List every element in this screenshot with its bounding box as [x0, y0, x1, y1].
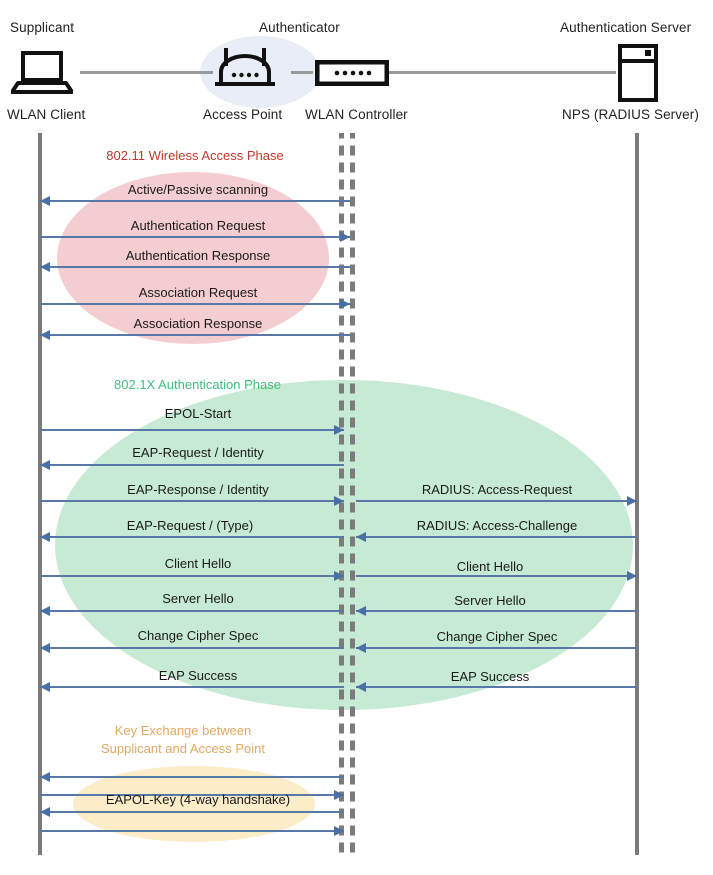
arrow-head-left-icon — [356, 682, 366, 692]
arrow-head-right-icon — [334, 496, 344, 506]
message-line — [40, 776, 344, 778]
phase-label-key-exchange: Key Exchange between Supplicant and Acce… — [100, 723, 266, 756]
actor-role-authentication-server: Authentication Server — [560, 20, 692, 35]
message-line — [356, 610, 637, 612]
message-line — [40, 266, 350, 268]
message-label: Active/Passive scanning — [127, 182, 269, 197]
phase-ellipse-802-1x — [55, 380, 633, 710]
wireless-router-icon — [213, 46, 277, 94]
message-label: Association Request — [138, 285, 258, 300]
arrow-head-right-icon — [334, 571, 344, 581]
arrow-head-left-icon — [40, 772, 50, 782]
message-line — [356, 500, 637, 502]
message-line — [40, 811, 344, 813]
arrow-head-left-icon — [356, 532, 366, 542]
actor-name-wlan-client: WLAN Client — [7, 107, 86, 122]
lifeline-supplicant — [38, 133, 42, 855]
lifeline-authentication-server — [635, 133, 639, 855]
laptop-icon — [10, 50, 74, 95]
message-line — [40, 686, 344, 688]
arrow-head-right-icon — [334, 425, 344, 435]
message-line — [40, 610, 344, 612]
message-line — [356, 647, 637, 649]
message-label: Server Hello — [454, 593, 526, 608]
message-line — [40, 464, 344, 466]
lifeline-access-point — [339, 133, 344, 855]
message-line — [356, 536, 637, 538]
arrow-head-right-icon — [334, 790, 344, 800]
message-line — [356, 686, 637, 688]
message-label: Server Hello — [162, 591, 234, 606]
message-label: RADIUS: Access-Request — [421, 482, 573, 497]
message-label: EAP Success — [158, 668, 238, 683]
arrow-head-left-icon — [356, 643, 366, 653]
arrow-head-left-icon — [40, 807, 50, 817]
message-line — [40, 830, 344, 832]
message-label: EAP Success — [450, 669, 530, 684]
arrow-head-right-icon — [340, 232, 350, 242]
arrow-head-left-icon — [40, 532, 50, 542]
message-label: EPOL-Start — [164, 406, 232, 421]
link-client-to-ap — [80, 71, 213, 74]
message-line — [40, 647, 344, 649]
phase-label-802-11: 802.11 Wireless Access Phase — [106, 148, 284, 163]
message-label: RADIUS: Access-Challenge — [416, 518, 578, 533]
arrow-head-left-icon — [40, 196, 50, 206]
actor-name-access-point: Access Point — [203, 107, 283, 122]
message-label: Client Hello — [164, 556, 232, 571]
server-icon — [618, 44, 658, 102]
link-ap-to-controller — [291, 71, 313, 74]
message-label: Authentication Request — [130, 218, 266, 233]
arrow-head-right-icon — [340, 299, 350, 309]
arrow-head-right-icon — [334, 826, 344, 836]
actor-name-nps-radius-server: NPS (RADIUS Server) — [562, 107, 699, 122]
controller-icon — [314, 59, 390, 87]
message-line — [40, 236, 350, 238]
actor-role-supplicant: Supplicant — [10, 20, 75, 35]
arrow-head-left-icon — [40, 643, 50, 653]
message-label: EAPOL-Key (4-way handshake) — [105, 792, 291, 807]
arrow-head-left-icon — [40, 330, 50, 340]
link-controller-to-server — [389, 71, 616, 74]
message-line — [40, 200, 350, 202]
message-label: EAP-Request / Identity — [132, 445, 264, 460]
message-line — [40, 334, 350, 336]
message-line — [356, 575, 637, 577]
phase-label-802-1x: 802.1X Authentication Phase — [114, 377, 281, 392]
actor-role-authenticator: Authenticator — [259, 20, 340, 35]
arrow-head-right-icon — [627, 571, 637, 581]
message-line — [40, 575, 344, 577]
arrow-head-left-icon — [40, 682, 50, 692]
arrow-head-left-icon — [40, 262, 50, 272]
message-line — [40, 536, 344, 538]
message-label: Change Cipher Spec — [137, 628, 259, 643]
message-line — [40, 794, 344, 796]
message-label: Change Cipher Spec — [436, 629, 558, 644]
actor-name-wlan-controller: WLAN Controller — [305, 107, 408, 122]
message-label: Authentication Response — [125, 248, 271, 263]
message-label: EAP-Response / Identity — [127, 482, 269, 497]
arrow-head-left-icon — [356, 606, 366, 616]
lifeline-wlan-controller — [350, 133, 355, 855]
arrow-head-left-icon — [40, 460, 50, 470]
message-label: Association Response — [133, 316, 263, 331]
arrow-head-left-icon — [40, 606, 50, 616]
message-line — [40, 500, 344, 502]
message-label: EAP-Request / (Type) — [126, 518, 254, 533]
message-line — [40, 429, 344, 431]
phase-ellipse-key-exchange — [73, 766, 315, 842]
message-label: Client Hello — [456, 559, 524, 574]
message-line — [40, 303, 350, 305]
arrow-head-right-icon — [627, 496, 637, 506]
